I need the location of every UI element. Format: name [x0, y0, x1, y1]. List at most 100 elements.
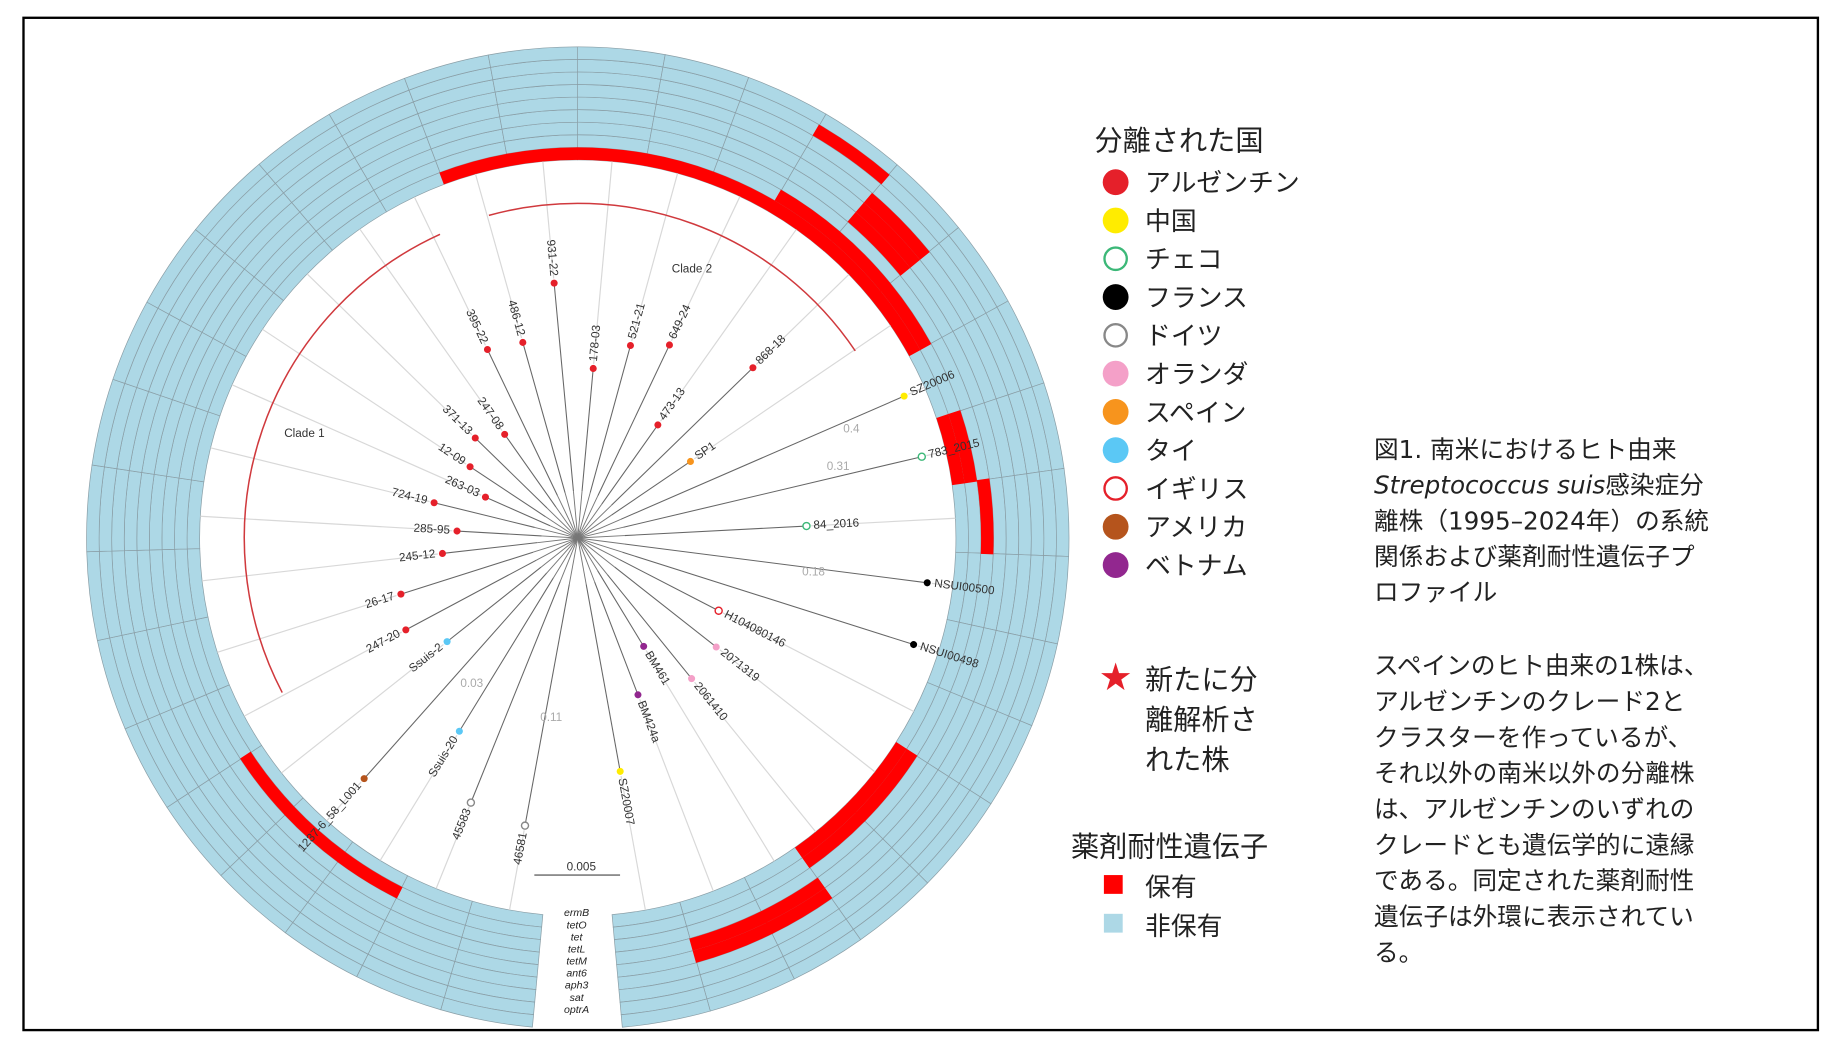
species-name: Streptococcus suis: [1374, 471, 1605, 500]
tip-marker-czech: [802, 521, 811, 531]
resistance-cell-present: [976, 478, 994, 555]
new-isolate-legend: 新たに分 離解析さ れた株: [1101, 662, 1258, 776]
legend-item-germany: ドイツ: [1103, 322, 1222, 352]
tree-branch: [577, 537, 587, 585]
tree-branch: [577, 537, 596, 583]
tree-branch: [581, 368, 594, 492]
caption-title-text: 離株（1995–2024年）の系統: [1374, 506, 1709, 535]
tree-branch: [433, 502, 535, 528]
legend-item-label: チェコ: [1145, 245, 1222, 275]
caption-body-line: る。: [1374, 938, 1423, 967]
tree-branch: [577, 537, 620, 560]
tree-branch: [557, 495, 579, 539]
leaf-guide-line: [660, 229, 797, 422]
absent-swatch: [1103, 913, 1123, 933]
country-dot-icon: [1103, 323, 1128, 348]
legend-item-label: アメリカ: [1145, 513, 1247, 543]
tip-marker-china: [900, 392, 908, 400]
tip-marker-usa: [360, 775, 368, 783]
leaf-guide-line: [542, 161, 555, 279]
leaf-guide-line: [755, 273, 850, 365]
tree-branch: [504, 434, 557, 508]
tree-branch: [614, 566, 717, 648]
resistance-cell-absent: [258, 113, 337, 175]
tip-marker-argentina: [654, 421, 662, 429]
leaf-guide-line: [931, 582, 953, 587]
tree-branch: [619, 559, 719, 612]
tree-branch: [469, 466, 546, 518]
leaf-label: 84_2016: [813, 516, 860, 531]
legend-item-label: ドイツ: [1145, 322, 1222, 352]
leaf-guide-line: [200, 515, 453, 532]
tree-branch: [577, 526, 624, 539]
tip-marker-france: [923, 579, 931, 587]
resistance-cell-present: [863, 192, 930, 260]
resistance-cell-present: [768, 200, 833, 252]
legend-item-france: フランス: [1102, 283, 1248, 313]
caption-body-line: である。同定された薬剤耐性: [1374, 866, 1694, 895]
tree-branch: [546, 507, 579, 539]
caption-title-text: 感染症分: [1605, 471, 1704, 500]
tree-branch: [541, 535, 578, 539]
tip-marker-netherlands: [712, 643, 720, 651]
caption-title-text: 関係および薬剤耐性遺伝子プ: [1374, 542, 1695, 571]
leaf-guide-line: [474, 173, 523, 339]
tree-branch: [624, 543, 928, 584]
leaf-guide-line: [722, 612, 915, 712]
phylogenetic-tree: ermBtetOtettetLtetMant6aph3satoptrAClade…: [86, 46, 1070, 1028]
branch-break-label: 0.03: [460, 677, 483, 690]
caption-body-line: アルゼンチンのクレード2と: [1374, 687, 1685, 716]
tip-marker-argentina: [466, 463, 474, 471]
legend-item-label: フランス: [1145, 283, 1248, 313]
leaf-guide-line: [281, 644, 444, 774]
resistance-cell-present: [831, 231, 891, 292]
tip-marker-spain: [686, 457, 694, 465]
tip-marker-germany: [466, 798, 476, 807]
tree-branch: [405, 559, 537, 631]
leaf-guide-line: [926, 450, 946, 457]
leaf-guide-line: [631, 173, 679, 342]
tree-branch: [524, 584, 570, 826]
tree-branch: [620, 395, 905, 520]
tree-branch: [568, 537, 579, 585]
tree-branch: [577, 492, 591, 539]
resistance-cell-present: [576, 147, 648, 167]
leaf-guide-line: [243, 631, 402, 717]
legend-item-label: イギリス: [1145, 475, 1248, 505]
leaf-guide-line: [306, 273, 473, 436]
tip-marker-czech: [917, 452, 927, 461]
tree-branch: [611, 367, 754, 506]
tree-branch: [577, 537, 623, 553]
tree-branch: [553, 283, 574, 492]
resistance-cell-present: [240, 751, 295, 816]
legend-item-argentina: アルゼンチン: [1102, 169, 1300, 199]
branch-break-label: 0.18: [802, 566, 825, 579]
tree-branch: [585, 584, 621, 772]
gene-label: tetM: [566, 956, 587, 968]
resistance-cell-present: [802, 811, 866, 869]
legend-item-label: スペイン: [1145, 398, 1247, 428]
tree-branch: [540, 537, 579, 568]
leaf-guide-line: [359, 228, 503, 431]
country-dot-icon: [1103, 476, 1128, 501]
tree-branch: [537, 537, 578, 544]
tree-branch: [486, 349, 558, 496]
legend-item-uk: イギリス: [1103, 475, 1248, 505]
legend-item-vietnam: ベトナム: [1102, 551, 1248, 581]
tree-branch: [522, 342, 566, 493]
resistance-cell-present: [774, 189, 841, 242]
branch-break-label: 0.11: [540, 711, 562, 724]
leaf-label: 245-12: [398, 547, 436, 564]
branch-break-label: 0.4: [843, 422, 860, 435]
leaf-guide-line: [435, 806, 470, 889]
tree-branch: [577, 537, 625, 545]
tree-branch: [400, 551, 534, 595]
tree-branch: [474, 437, 548, 509]
country-legend-title: 分離された国: [1095, 124, 1264, 157]
resistance-cell-present: [948, 410, 978, 484]
tree-branch: [552, 537, 579, 579]
caption-title-line: Streptococcus suis感染症分: [1374, 471, 1704, 500]
gene-label: tet: [571, 931, 584, 943]
caption-title-text: 図1. 南米におけるヒト由来: [1374, 435, 1677, 464]
